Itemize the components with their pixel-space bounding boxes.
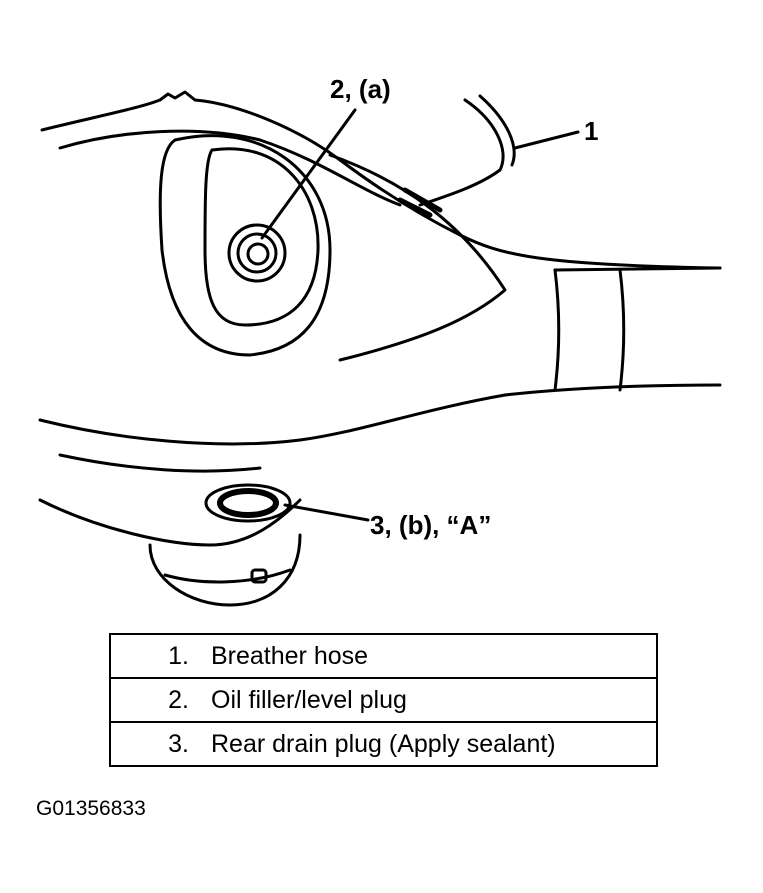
- housing-lower-outline: [38, 393, 507, 446]
- bowl-bolt: [250, 568, 268, 584]
- axle-tube-upper: [553, 266, 722, 272]
- housing-bowl: [148, 533, 302, 607]
- legend-row: 3. Rear drain plug (Apply sealant): [109, 721, 658, 767]
- cover-outer: [158, 134, 332, 357]
- legend-text: Breather hose: [189, 633, 658, 679]
- legend-row: 2. Oil filler/level plug: [109, 677, 658, 723]
- housing-bottom: [38, 498, 302, 547]
- housing-upper-inner-line: [58, 129, 402, 207]
- housing-bowl-band: [163, 568, 292, 584]
- housing-lower-inner-line: [58, 453, 262, 473]
- leader-line-2: [260, 108, 357, 240]
- legend-text: Rear drain plug (Apply sealant): [189, 721, 658, 767]
- axle-tube-collar-right: [618, 268, 626, 392]
- leader-line-3: [283, 503, 370, 522]
- legend-number: 2.: [109, 677, 189, 723]
- axle-tube-lower: [503, 383, 722, 397]
- callout-breather-hose: 1: [584, 116, 599, 146]
- callout-filler-plug: 2, (a): [330, 74, 391, 104]
- breather-fitting: [397, 187, 443, 218]
- legend-table: 1. Breather hose 2. Oil filler/level plu…: [109, 633, 658, 767]
- housing-upper-outline: [40, 90, 722, 270]
- filler-plug-inner: [246, 242, 270, 266]
- drain-plug-outer: [204, 483, 292, 523]
- legend-number: 3.: [109, 721, 189, 767]
- legend-number: 1.: [109, 633, 189, 679]
- filler-plug-mid: [236, 232, 278, 274]
- drain-plug-inner: [217, 488, 279, 518]
- breather-hose: [418, 98, 505, 207]
- housing-cone: [328, 153, 507, 362]
- legend-row: 1. Breather hose: [109, 633, 658, 679]
- callout-drain-plug: 3, (b), “A”: [370, 510, 492, 540]
- legend-text: Oil filler/level plug: [189, 677, 658, 723]
- leader-line-1: [513, 130, 580, 150]
- filler-plug-outer: [227, 223, 287, 283]
- figure-id: G01356833: [36, 797, 146, 820]
- breather-hose-inner: [478, 94, 516, 167]
- axle-tube-collar-left: [553, 268, 561, 392]
